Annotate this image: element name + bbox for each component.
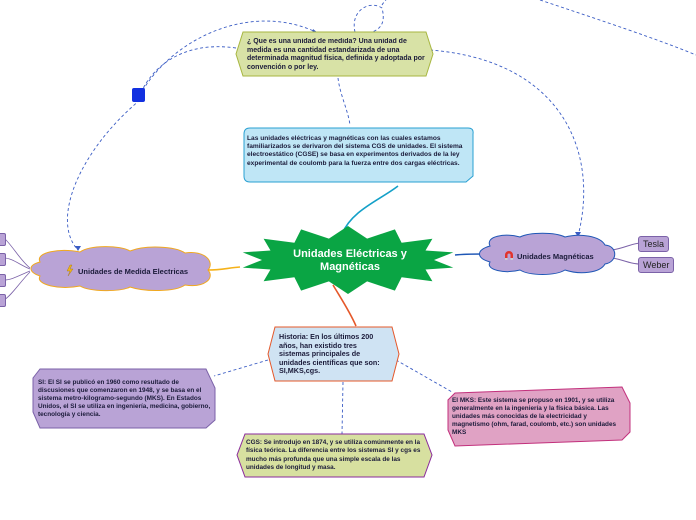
- definition-text: ¿ Que es una unidad de medida? Una unida…: [247, 38, 425, 71]
- rel-def-to-magnetic: [429, 49, 585, 237]
- rel-def-to-cgsorigin: [337, 77, 351, 126]
- cgs-origin-node[interactable]: [243, 127, 474, 183]
- cgs-node[interactable]: [236, 433, 433, 478]
- rel-history-to-si: [213, 359, 269, 377]
- magnetic-units-label: Unidades Magnéticas: [517, 252, 594, 261]
- rel-offscreen: [539, 0, 696, 56]
- marker-square[interactable]: [132, 88, 145, 102]
- history-text: Historia: En los últimos 200 años, han e…: [279, 333, 380, 376]
- left-stub-4[interactable]: [0, 294, 6, 307]
- rel-square-top: [139, 20, 319, 96]
- electric-units-label: Unidades de Medida Electricas: [78, 267, 189, 276]
- rel-history-to-mks: [395, 359, 453, 393]
- cgs-origin-text: Las unidades eléctricas y magnéticas con…: [247, 135, 463, 167]
- lightning-icon: [66, 264, 74, 277]
- definition-node[interactable]: [235, 31, 434, 77]
- branch-left-3: [3, 270, 31, 281]
- mks-node[interactable]: [447, 386, 631, 447]
- weber-node[interactable]: Weber: [638, 257, 675, 273]
- mks-text: El MKS: Este sistema se propuso en 1901,…: [452, 397, 617, 436]
- magnetic-units-node[interactable]: [479, 232, 616, 275]
- arrowhead-electric: [75, 246, 81, 251]
- rel-def-to-square: [139, 46, 237, 96]
- branch-to-electric: [207, 266, 241, 271]
- branch-to-history: [332, 284, 357, 327]
- branch-to-tesla: [611, 242, 641, 251]
- tesla-node[interactable]: Tesla: [638, 236, 670, 252]
- branch-left-1: [3, 237, 31, 269]
- left-stub-1[interactable]: [0, 233, 6, 246]
- rel-square-to-electric: [67, 99, 141, 251]
- history-node[interactable]: [267, 326, 400, 382]
- branch-to-cgsorigin: [341, 185, 399, 235]
- branch-left-4: [3, 271, 31, 301]
- relationship-lines: [67, 0, 696, 435]
- branch-to-magnetic: [454, 253, 484, 256]
- branch-left-2: [3, 257, 31, 270]
- electric-units-node[interactable]: [30, 246, 211, 292]
- si-text: SI: El SI se publicó en 1960 como result…: [38, 379, 211, 418]
- rel-def-loop-up: [381, 0, 387, 6]
- magnet-icon: [505, 251, 513, 260]
- left-stub-2[interactable]: [0, 253, 6, 266]
- rel-def-loop: [353, 4, 384, 33]
- cgs-text: CGS: Se introdujo en 1874, y se utiliza …: [246, 439, 421, 472]
- branch-to-weber: [611, 257, 641, 265]
- arrowhead-magnetic: [575, 232, 581, 237]
- rel-history-to-cgs: [341, 381, 344, 435]
- central-node[interactable]: [242, 226, 454, 294]
- left-stub-3[interactable]: [0, 274, 6, 287]
- central-title: Unidades Eléctricas y Magnéticas: [293, 248, 407, 273]
- si-node[interactable]: [32, 368, 216, 429]
